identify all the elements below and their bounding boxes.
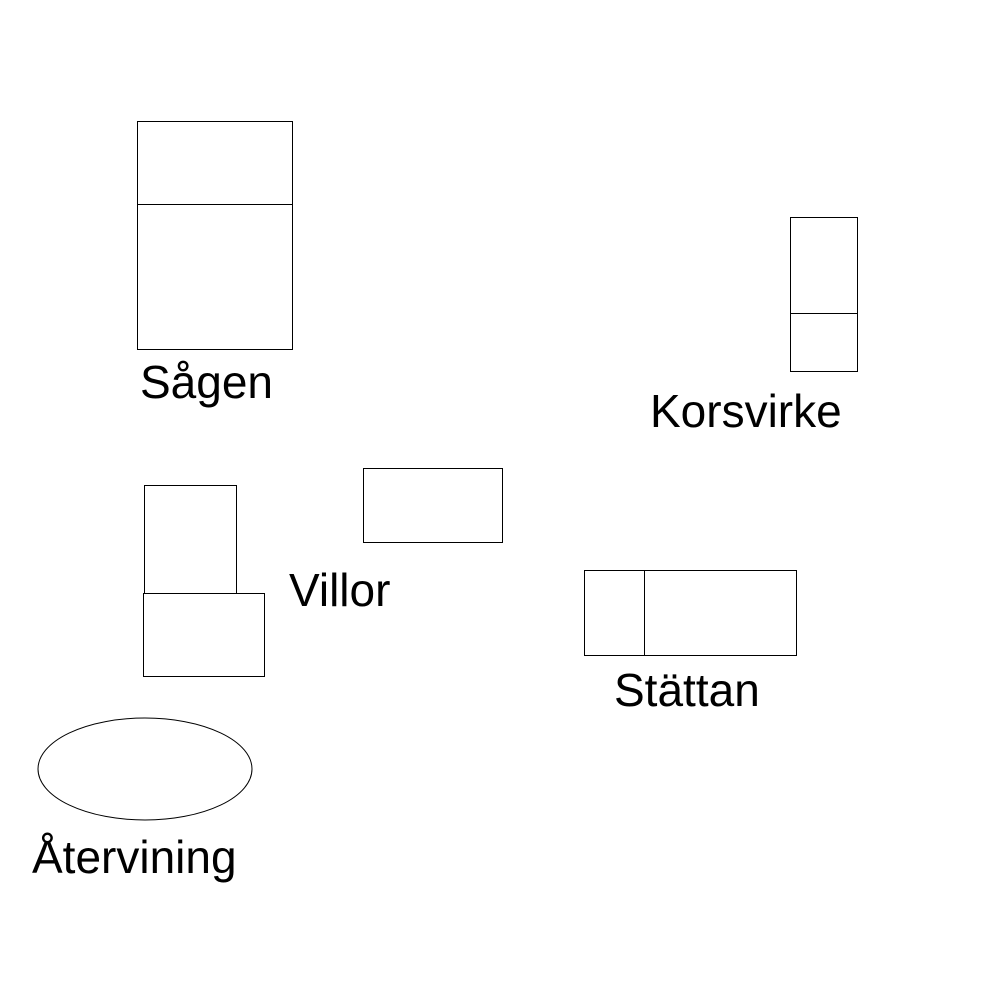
villor-label: Villor [289, 564, 390, 616]
villor-house-middle [363, 468, 503, 543]
villor-buildings [143, 468, 503, 677]
atervining-label: Återvining [32, 831, 237, 883]
stattan-building [584, 570, 797, 656]
korsvirke-outline [790, 217, 858, 372]
villor-house-lower [143, 593, 265, 677]
korsvirke-building [790, 217, 858, 372]
korsvirke-label: Korsvirke [650, 385, 842, 437]
sagen-building [137, 121, 293, 350]
sagen-outline [137, 121, 293, 350]
stattan-outline [584, 570, 797, 656]
stattan-label: Stättan [614, 664, 760, 716]
sagen-label: Sågen [140, 356, 273, 408]
atervining-area [37, 717, 253, 821]
